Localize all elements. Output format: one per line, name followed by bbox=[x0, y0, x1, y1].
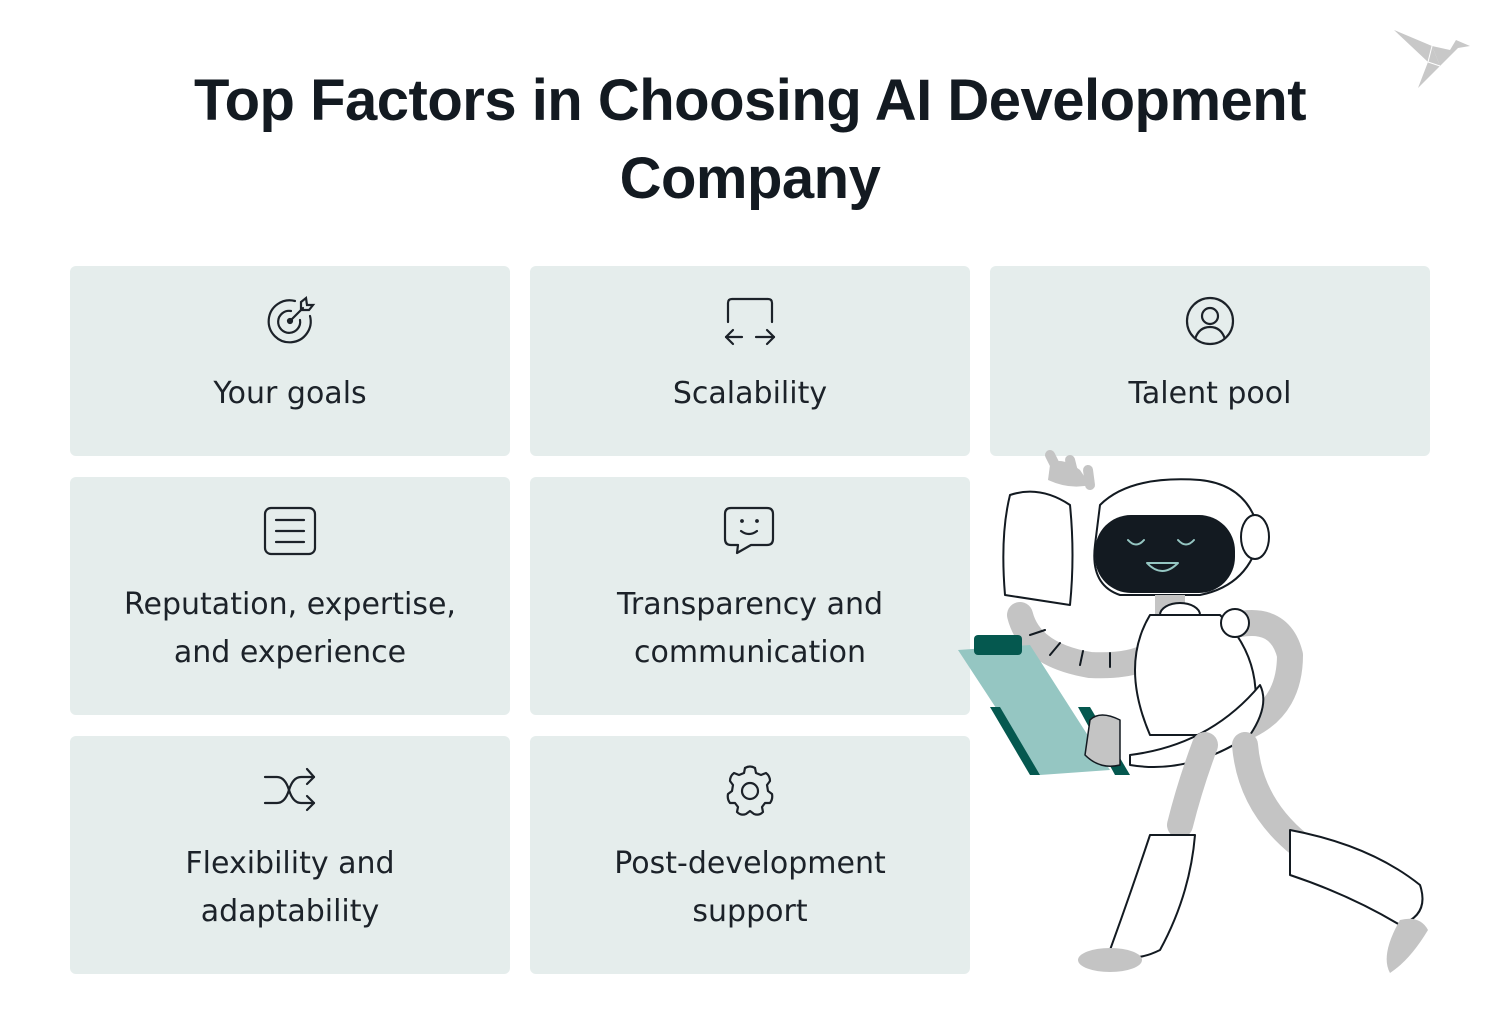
factor-card-reputation: Reputation, expertise, and experience bbox=[70, 477, 510, 715]
factor-card-scalability: Scalability bbox=[530, 266, 970, 456]
user-circle-icon bbox=[1185, 296, 1235, 346]
factor-label: Scalability bbox=[672, 376, 828, 411]
title-line-2: Company bbox=[619, 146, 881, 211]
page-title: Top Factors in Choosing AI Development C… bbox=[0, 62, 1500, 218]
document-lines-icon bbox=[263, 506, 317, 556]
target-arrow-icon bbox=[267, 295, 316, 344]
factor-label: Post-development support bbox=[614, 846, 886, 929]
factor-label: Flexibility and adaptability bbox=[185, 846, 395, 929]
factor-label: Talent pool bbox=[1128, 376, 1292, 411]
factor-card-your-goals: Your goals bbox=[70, 266, 510, 456]
chat-smile-icon bbox=[723, 506, 775, 555]
factor-card-flexibility: Flexibility and adaptability bbox=[70, 736, 510, 974]
robot-illustration bbox=[958, 450, 1428, 973]
factor-label: Reputation, expertise, and experience bbox=[124, 587, 456, 670]
factor-label: Transparency and communication bbox=[616, 587, 884, 670]
title-line-1: Top Factors in Choosing AI Development bbox=[193, 68, 1307, 133]
factor-card-transparency: Transparency and communication bbox=[530, 477, 970, 715]
origami-bird-icon bbox=[1394, 30, 1470, 88]
expand-arrows-icon bbox=[724, 297, 776, 346]
factor-card-talent-pool: Talent pool bbox=[990, 266, 1430, 456]
factor-label: Your goals bbox=[213, 376, 367, 411]
gear-icon bbox=[726, 765, 774, 816]
factor-card-support: Post-development support bbox=[530, 736, 970, 974]
shuffle-icon bbox=[263, 767, 316, 812]
